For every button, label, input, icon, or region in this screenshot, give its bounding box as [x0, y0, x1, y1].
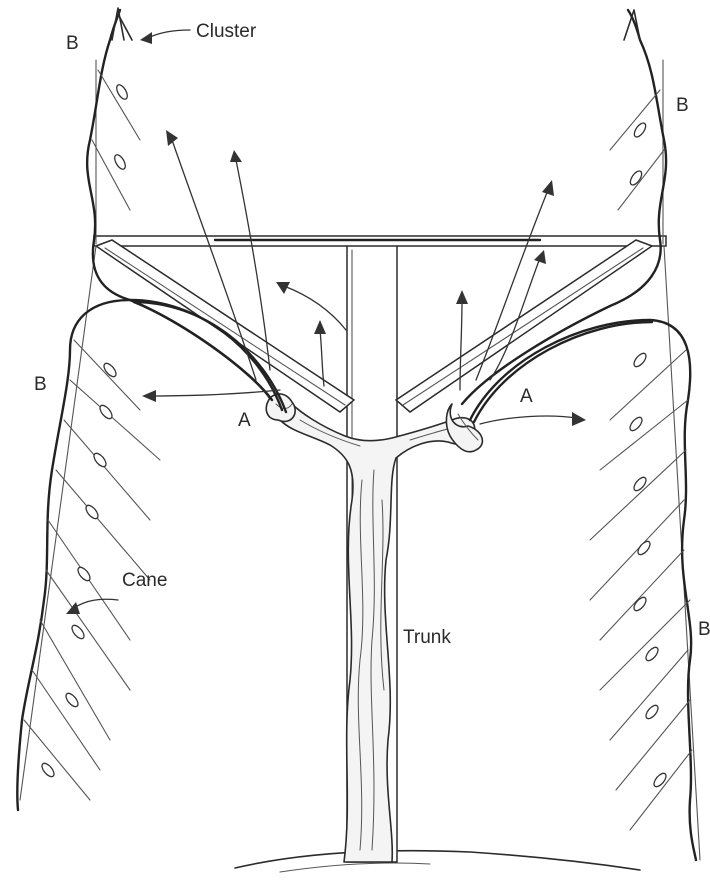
label-cluster: Cluster: [196, 22, 256, 41]
label-b-top-left: B: [66, 34, 79, 53]
ground-line: [235, 851, 640, 872]
label-a-right: A: [520, 387, 533, 406]
label-trunk: Trunk: [403, 628, 451, 647]
label-cane: Cane: [122, 571, 167, 590]
left-shoots: [24, 70, 160, 800]
right-buds: [628, 121, 668, 789]
right-spur: [446, 404, 482, 452]
label-b-mid-left: B: [34, 375, 47, 394]
label-b-top-right: B: [676, 96, 689, 115]
left-brace: [96, 240, 354, 412]
left-cane: [17, 300, 286, 810]
cluster-illustration: [112, 8, 640, 40]
growth-arrows: [66, 30, 586, 614]
label-a-left: A: [238, 411, 251, 430]
left-buds: [40, 83, 130, 779]
label-b-mid-right: B: [698, 620, 710, 639]
trellis-crossarm: [94, 236, 666, 246]
